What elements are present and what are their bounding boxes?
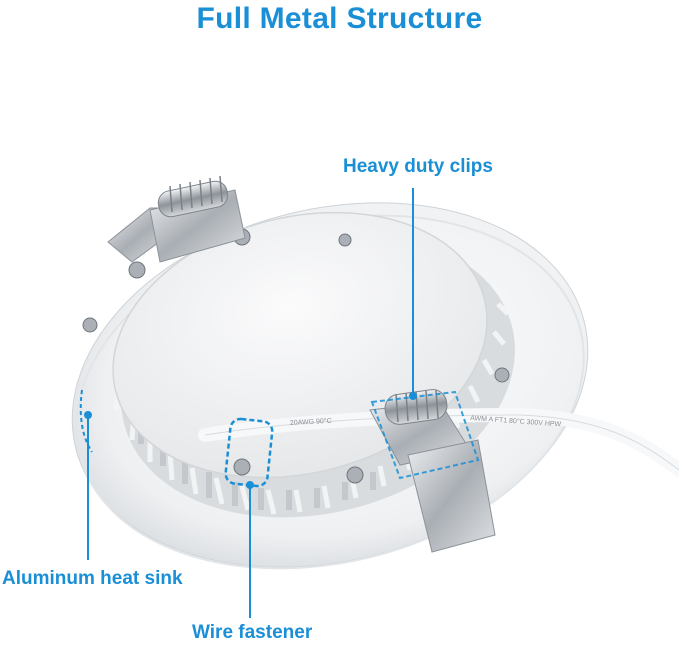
top-clip [107, 175, 246, 263]
page-title: Full Metal Structure [196, 2, 483, 35]
highlight-clips [370, 390, 480, 480]
callout-leaders [84, 188, 417, 618]
callout-heavy-duty-clips: Heavy duty clips [343, 156, 493, 177]
right-clip [369, 389, 496, 553]
callout-aluminum-heat-sink: Aluminum heat sink [2, 568, 183, 589]
cable-print-left: 20AWG 90°C [290, 417, 332, 427]
highlight-fastener [224, 417, 274, 488]
highlight-heat-sink [79, 389, 93, 453]
screws [82, 228, 510, 484]
callout-wire-fastener: Wire fastener [192, 622, 313, 643]
